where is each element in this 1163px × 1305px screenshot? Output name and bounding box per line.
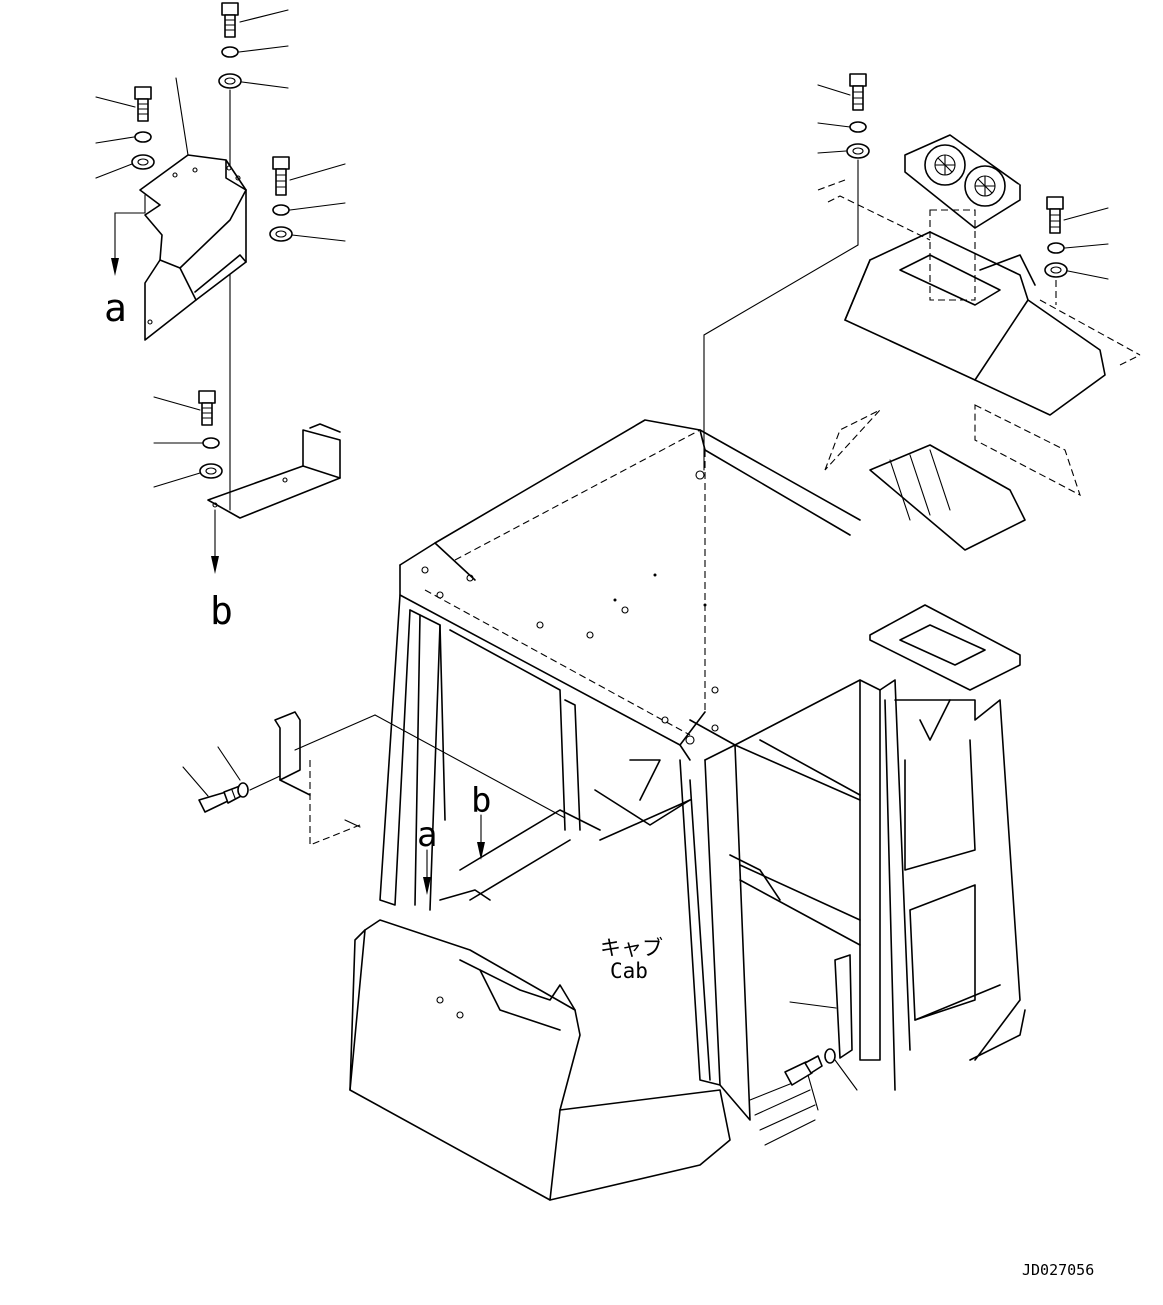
spring-washer-icon xyxy=(824,1048,836,1064)
roof-fastener-stack xyxy=(703,73,870,471)
spring-washer-icon xyxy=(221,46,239,58)
roof-duct-cover xyxy=(817,179,1141,416)
spring-washer-icon xyxy=(237,782,249,798)
bracket-plate xyxy=(207,423,341,519)
callout-b-top: b xyxy=(210,589,233,633)
spring-washer-icon xyxy=(272,204,290,216)
spring-washer-icon xyxy=(849,121,867,133)
cab-left-mount-bolt xyxy=(182,711,566,846)
flat-washer-icon xyxy=(846,143,870,159)
flat-washer-icon xyxy=(1044,262,1068,278)
bolt-icon xyxy=(221,2,239,38)
bolt-icon xyxy=(272,156,290,196)
arrow-down-icon xyxy=(111,258,119,276)
roof-side-fastener-stack xyxy=(1044,196,1109,305)
cab-body xyxy=(349,419,1026,1201)
arrow-down-icon xyxy=(477,842,485,860)
bolt-icon xyxy=(1046,196,1064,234)
cab-right-mount-bolt xyxy=(784,954,858,1111)
flat-washer-icon xyxy=(269,226,293,242)
lower-fastener-stack xyxy=(153,390,223,488)
spring-washer-icon xyxy=(134,131,152,143)
callout-a-cab: a xyxy=(417,815,437,855)
spring-washer-icon xyxy=(1047,242,1065,254)
left-side-cover xyxy=(139,154,247,341)
roof-liner-panels xyxy=(824,404,1081,551)
callout-a-top: a xyxy=(104,286,127,330)
flat-washer-icon xyxy=(199,463,223,479)
left-cover-fastener-stack xyxy=(95,77,189,179)
twin-fan-unit xyxy=(904,134,1021,229)
flat-washer-icon xyxy=(131,154,155,170)
bolt-icon xyxy=(198,390,216,426)
top-left-fastener-stack xyxy=(218,2,289,511)
arrow-down-icon xyxy=(423,877,431,895)
drawing-id: JD027056 xyxy=(1022,1261,1094,1279)
bolt-icon xyxy=(849,73,867,111)
spring-washer-icon xyxy=(202,437,220,449)
bolt-icon xyxy=(134,86,152,122)
callout-b-cab: b xyxy=(471,781,491,821)
arrow-down-icon xyxy=(211,556,219,574)
cab-label-japanese: キャブ xyxy=(600,936,663,960)
flat-washer-icon xyxy=(218,73,242,89)
right-cover-fastener-stack xyxy=(269,156,346,242)
cab-label-english: Cab xyxy=(610,959,648,983)
